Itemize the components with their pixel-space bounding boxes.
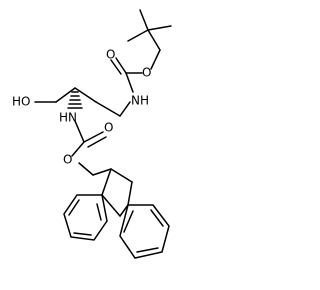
fmoc-ether-oxygen-label: O (63, 153, 72, 167)
fluorene-right-ring (119, 204, 170, 259)
atom-labels: O O NH HO HN O O (12, 48, 151, 167)
stereo-hash-bond (67, 91, 83, 109)
chemical-structure-diagram: O O NH HO HN O O (12, 9, 172, 259)
fluorenylmethyl-bonds (92, 168, 133, 217)
tert-butyl-group (127, 9, 172, 70)
boc-carbamate-bonds (110, 57, 143, 93)
fmoc-carbamate-bonds (71, 120, 107, 176)
fmoc-nh-label: HN (59, 111, 77, 125)
fmoc-carbonyl-oxygen-label: O (104, 121, 113, 135)
bond-network (34, 9, 172, 259)
fluorene-left-ring (63, 194, 108, 241)
main-chain-bonds (34, 87, 131, 117)
boc-nh-label: NH (131, 94, 149, 108)
hydroxyl-label: HO (12, 95, 30, 109)
boc-ether-oxygen-label: O (142, 66, 151, 80)
boc-carbonyl-oxygen-label: O (106, 48, 115, 62)
